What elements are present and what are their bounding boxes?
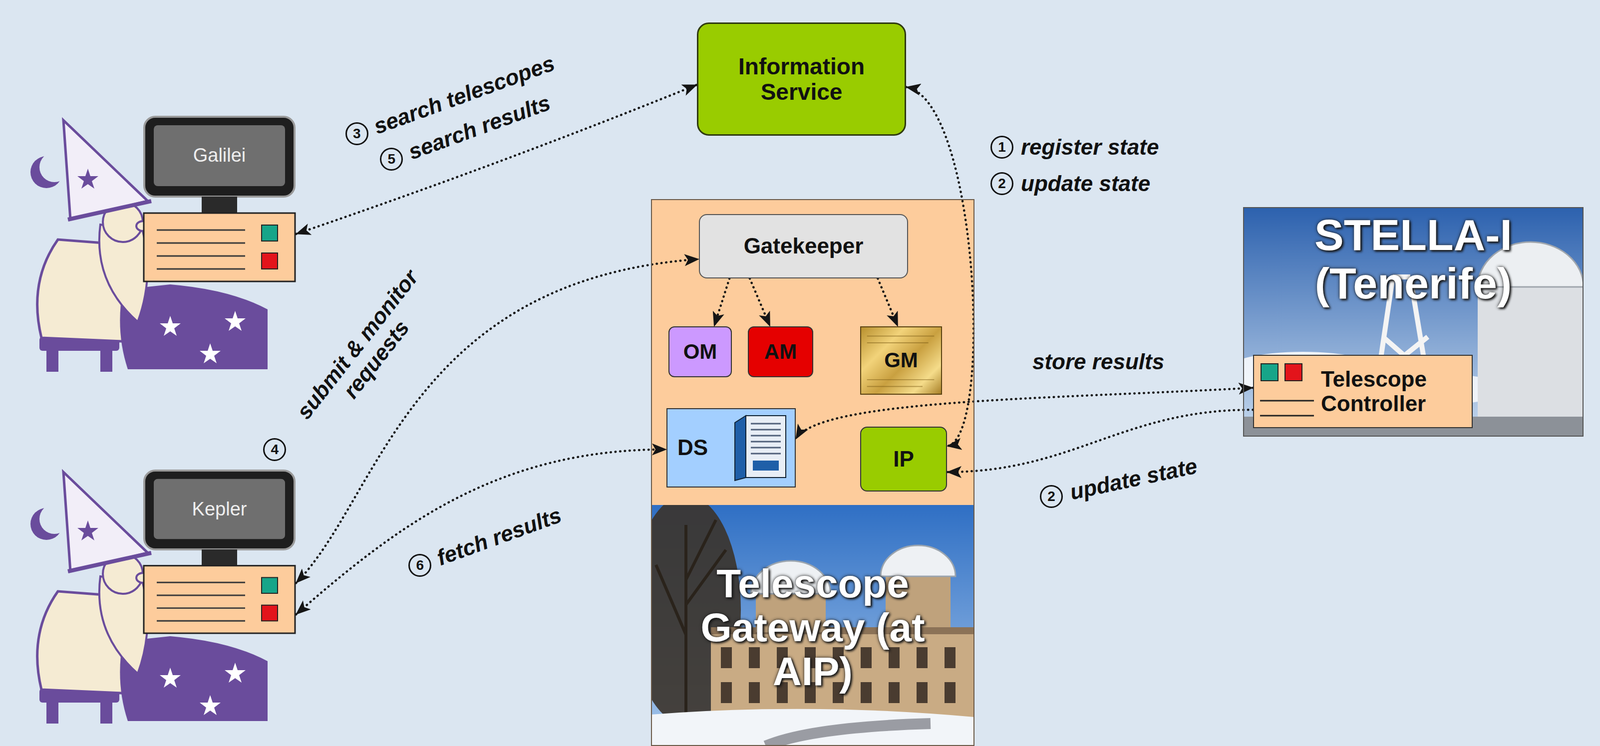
node-text: AM <box>764 340 797 364</box>
process-box: IP <box>860 426 948 492</box>
storage-box: DS <box>666 408 796 488</box>
workstation: Galilei <box>142 115 297 283</box>
site-panel: STELLA-I (Tenerife) Telescope Controller <box>1243 207 1584 437</box>
node-text: Gatekeeper <box>743 234 864 259</box>
status-led-red <box>261 605 278 622</box>
monitor-frame <box>144 470 295 550</box>
module-box: OM <box>668 326 732 378</box>
text-area: Information Service <box>708 29 895 129</box>
process-box: Gatekeeper <box>698 214 909 279</box>
monitor-screen <box>153 125 286 187</box>
workstation-icon <box>142 469 297 635</box>
text-area: AM <box>752 330 809 374</box>
sky <box>1243 207 1584 437</box>
edge-label: fetch results <box>433 503 565 571</box>
node-text: OM <box>683 340 718 364</box>
node-text: IP <box>893 447 915 472</box>
document-lines <box>867 335 935 387</box>
status-led-red <box>261 253 278 270</box>
node-text: STELLA-I (Tenerife) <box>1250 211 1577 309</box>
case-lines <box>156 582 246 622</box>
node-text: Telescope Gateway (at AIP) <box>661 562 964 694</box>
status-led-green <box>261 577 278 594</box>
service-box: Information Service <box>696 22 907 136</box>
connector <box>947 409 1254 473</box>
text-area: DS <box>677 413 725 483</box>
text-area: IP <box>865 430 943 488</box>
node-text: Galilei <box>193 145 247 167</box>
callout-number: 2 <box>990 172 1014 196</box>
case-lines <box>156 230 246 270</box>
monitor-frame <box>144 116 295 197</box>
node-text: DS <box>677 435 708 460</box>
connector <box>296 84 697 235</box>
text-area: Galilei <box>153 125 286 187</box>
edge-label: submit & monitor requests <box>277 246 457 458</box>
computer-case <box>143 213 296 282</box>
module-box: GM <box>860 326 943 395</box>
server-slots <box>750 423 781 454</box>
text-area: Telescope Controller <box>1320 358 1468 425</box>
connector <box>877 278 898 327</box>
text-area: Telescope Gateway (at AIP) <box>661 516 964 740</box>
callout-number: 2 <box>1039 485 1063 509</box>
computer-case <box>143 566 296 634</box>
controller-box: Telescope Controller <box>1253 354 1473 429</box>
monitor-stand <box>201 196 238 214</box>
text-area: Gatekeeper <box>707 219 900 274</box>
edge-label: register state <box>1020 135 1159 160</box>
callout-number: 1 <box>990 135 1014 159</box>
connector <box>296 259 699 584</box>
monitor-screen <box>153 479 286 540</box>
status-led-red <box>1284 363 1302 381</box>
node-text: GM <box>884 348 919 372</box>
node-text: Information Service <box>708 53 895 105</box>
server-icon <box>730 413 789 482</box>
text-area: OM <box>673 330 727 374</box>
road <box>765 723 931 746</box>
workstation-icon <box>142 115 297 283</box>
controller-lines <box>1260 400 1314 416</box>
server-drive <box>752 460 779 471</box>
connector <box>296 449 667 616</box>
connector <box>713 278 730 327</box>
server-side <box>734 415 746 481</box>
callout-number: 6 <box>408 554 432 578</box>
monitor-stand <box>201 549 238 567</box>
status-led-green <box>1261 363 1279 381</box>
node-text: Kepler <box>192 499 248 521</box>
node-text: Telescope Controller <box>1320 367 1468 416</box>
snow <box>650 709 975 746</box>
edge-label: update state <box>1067 454 1200 505</box>
module-box: AM <box>747 326 814 378</box>
controller-icon <box>1254 355 1319 430</box>
text-area: STELLA-I (Tenerife) <box>1250 211 1577 351</box>
text-area: GM <box>865 330 938 391</box>
callout-number: 5 <box>379 147 403 171</box>
server-front <box>745 415 786 478</box>
connector <box>749 278 771 327</box>
status-led-green <box>261 225 278 242</box>
text-area: Kepler <box>153 479 286 541</box>
free-label: update state <box>1020 171 1151 196</box>
workstation: Kepler <box>142 469 297 635</box>
gateway-panel: Telescope Gateway (at AIP) GatekeeperOM AM… <box>650 199 975 746</box>
edge-label: store results <box>1032 349 1165 374</box>
callout-number: 4 <box>263 438 287 462</box>
callout-number: 3 <box>345 122 369 146</box>
